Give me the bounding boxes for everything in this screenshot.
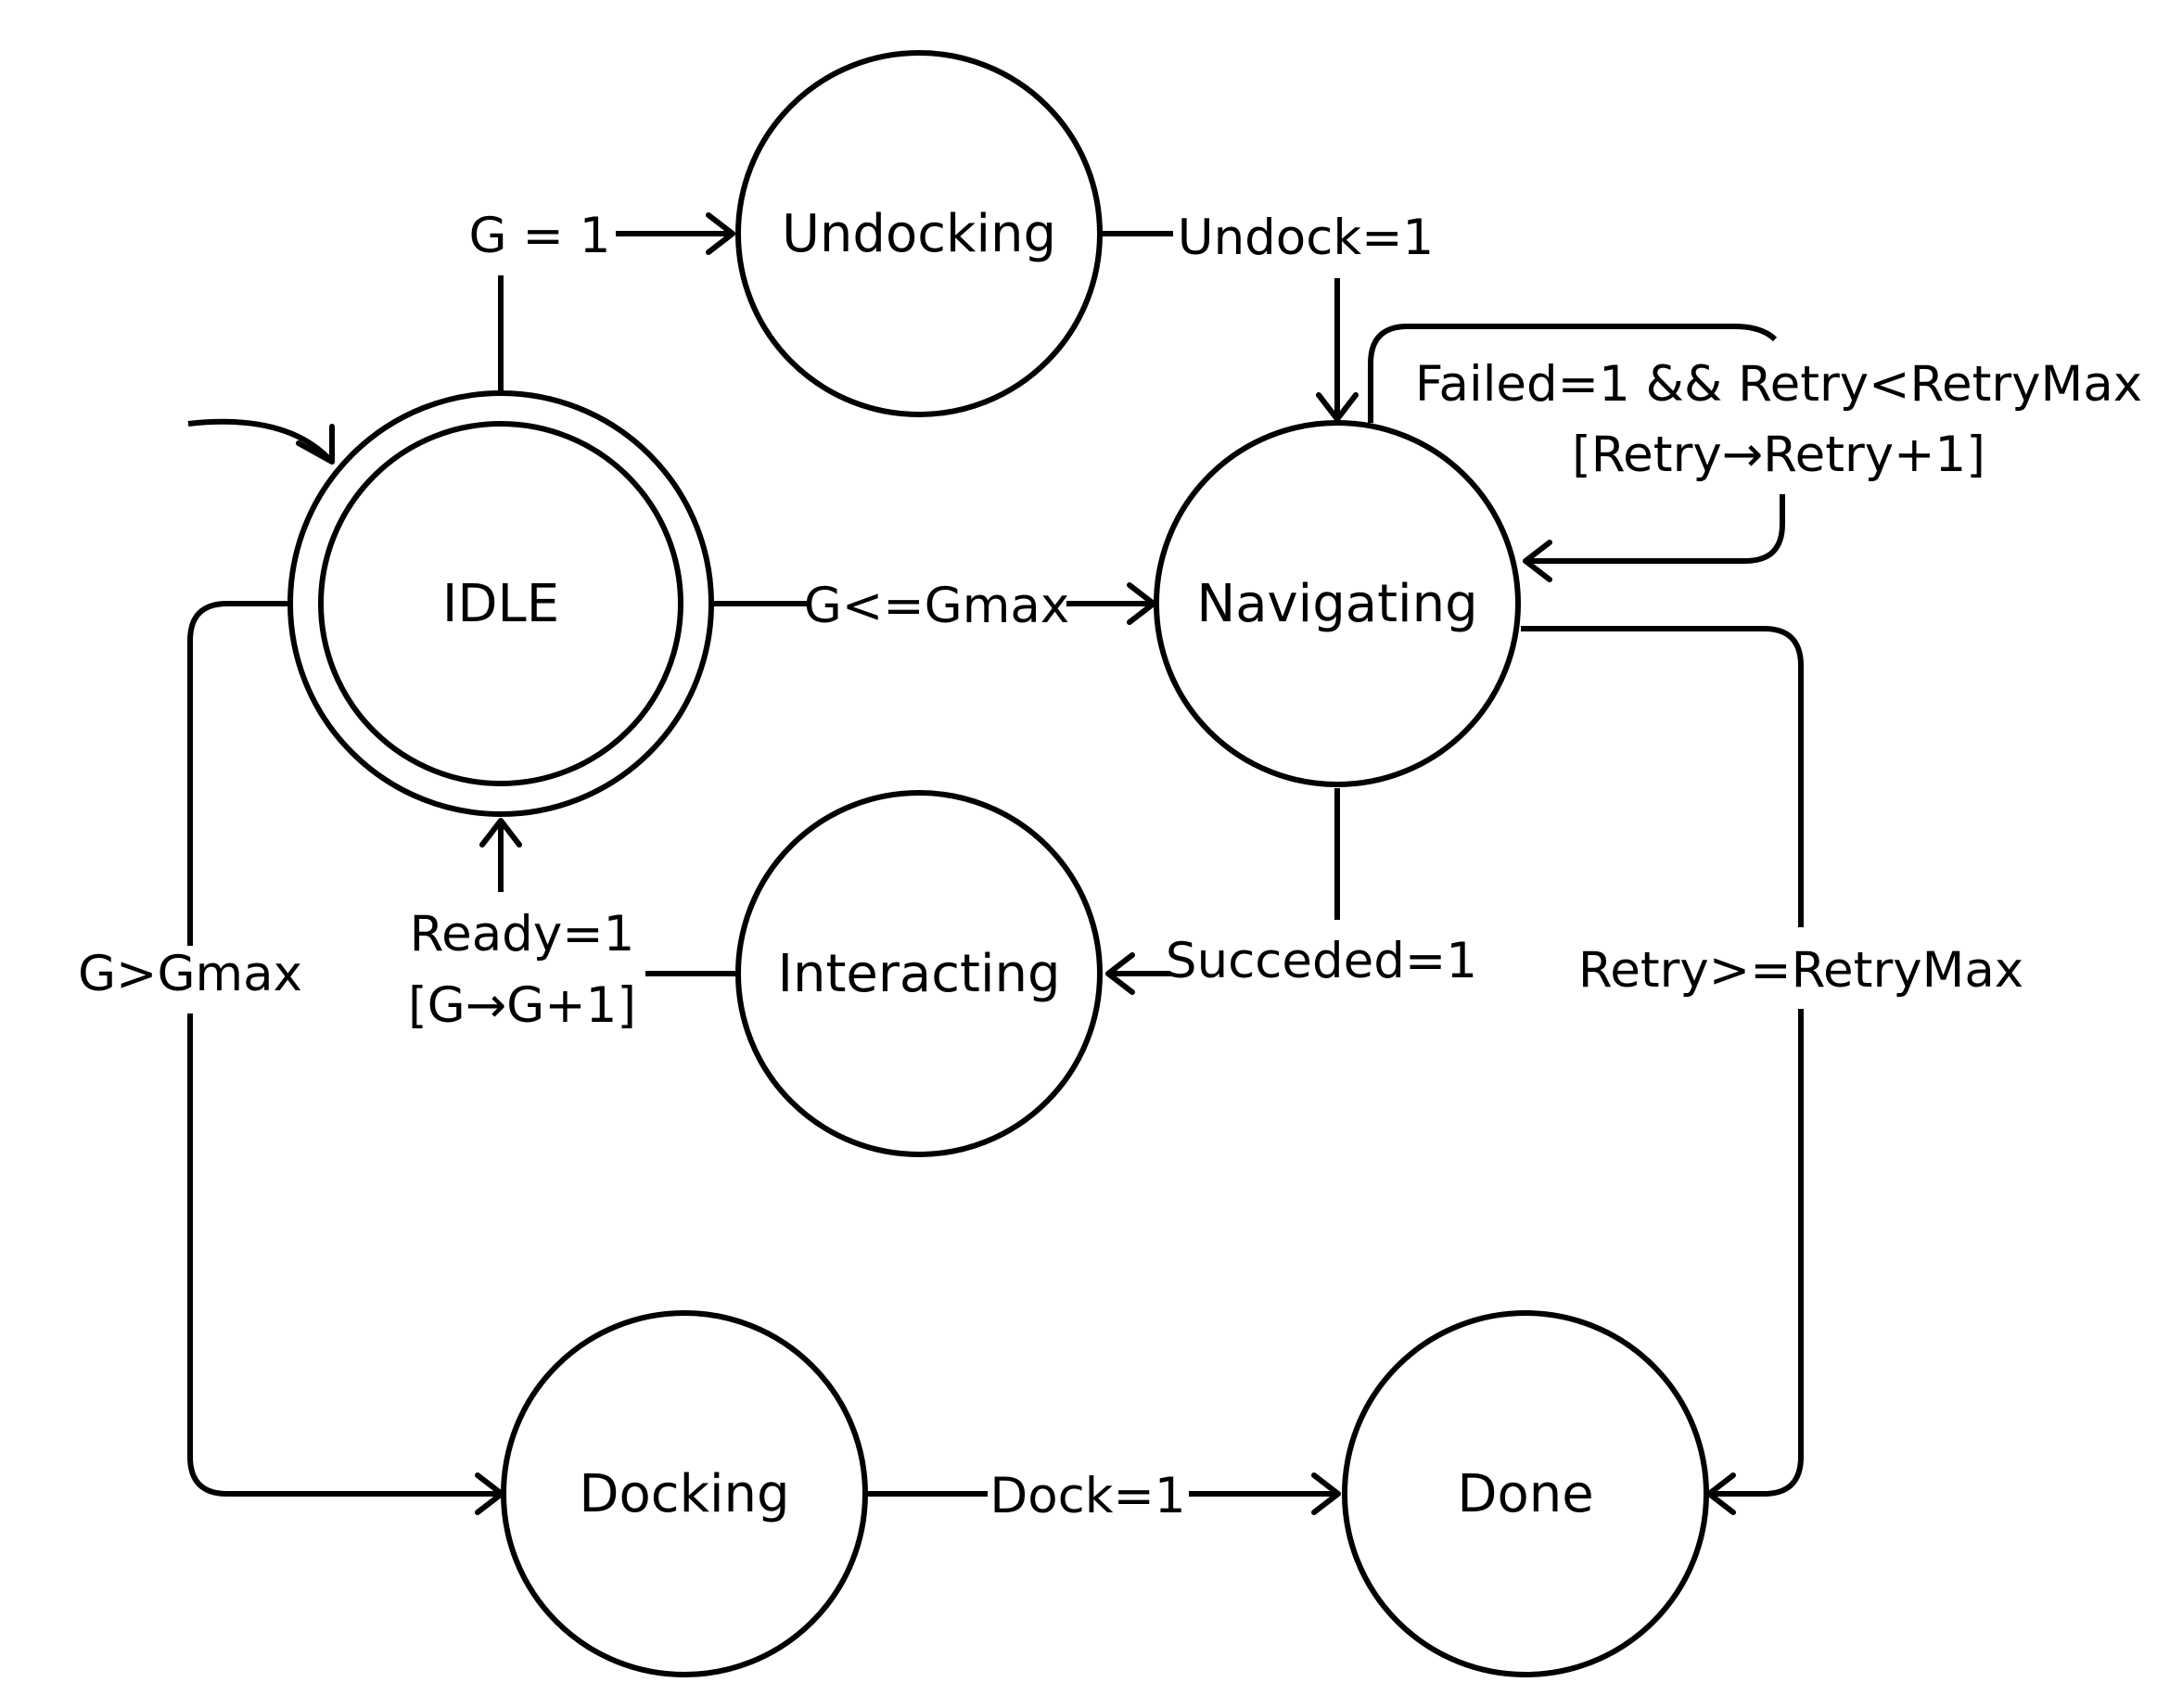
state-docking bbox=[501, 1310, 868, 1677]
state-label-done: Done bbox=[1457, 1464, 1593, 1524]
edge-label-interacting-idle-line1: Ready=1 bbox=[410, 906, 635, 962]
edge-label-undocking-navigating: Undock=1 bbox=[1178, 210, 1434, 266]
edge-navigating-self-top bbox=[1368, 324, 1778, 423]
state-label-docking: Docking bbox=[579, 1464, 789, 1524]
edge-navigating-self-bottom bbox=[1525, 494, 1785, 564]
edge-label-navigating-done: Retry>=RetryMax bbox=[1578, 942, 2023, 999]
edge-idle-undocking-head bbox=[706, 212, 735, 255]
state-label-navigating: Navigating bbox=[1196, 574, 1477, 634]
initial-arrow-head bbox=[296, 424, 335, 465]
edge-navigating-self-head bbox=[1523, 540, 1552, 582]
edge-idle-docking-top bbox=[187, 601, 287, 946]
state-label-undocking: Undocking bbox=[782, 204, 1056, 264]
state-idle-inner bbox=[318, 421, 683, 786]
edge-docking-done-head bbox=[1311, 1472, 1341, 1515]
edge-interacting-idle-head bbox=[479, 818, 522, 848]
edge-label-navigating-self-line2: [Retry→Retry+1] bbox=[1572, 427, 1985, 483]
edge-label-navigating-self-line1: Failed=1 && Retry<RetryMax bbox=[1415, 356, 2142, 413]
state-interacting bbox=[735, 790, 1103, 1157]
state-navigating bbox=[1154, 420, 1521, 787]
initial-arrow bbox=[187, 418, 335, 465]
state-done bbox=[1342, 1310, 1709, 1677]
edge-navigating-done-top bbox=[1521, 626, 1804, 927]
edge-label-idle-undocking: G = 1 bbox=[469, 208, 611, 264]
state-undocking bbox=[735, 50, 1103, 417]
edge-label-interacting-idle-line2: [G→G+1] bbox=[408, 977, 636, 1034]
edge-undocking-navigating-head bbox=[1316, 392, 1359, 422]
edge-idle-docking-bottom bbox=[187, 1013, 502, 1497]
edge-label-navigating-interacting: Succeded=1 bbox=[1166, 933, 1477, 989]
state-label-idle: IDLE bbox=[442, 574, 559, 634]
edge-label-docking-done: Dock=1 bbox=[989, 1468, 1185, 1524]
state-label-interacting: Interacting bbox=[777, 944, 1060, 1004]
edge-label-idle-navigating: G<=Gmax bbox=[804, 578, 1069, 634]
edge-navigating-interacting-head bbox=[1105, 952, 1135, 995]
edge-navigating-done-bottom bbox=[1709, 1009, 1804, 1497]
edge-label-idle-docking: G>Gmax bbox=[78, 946, 302, 1002]
